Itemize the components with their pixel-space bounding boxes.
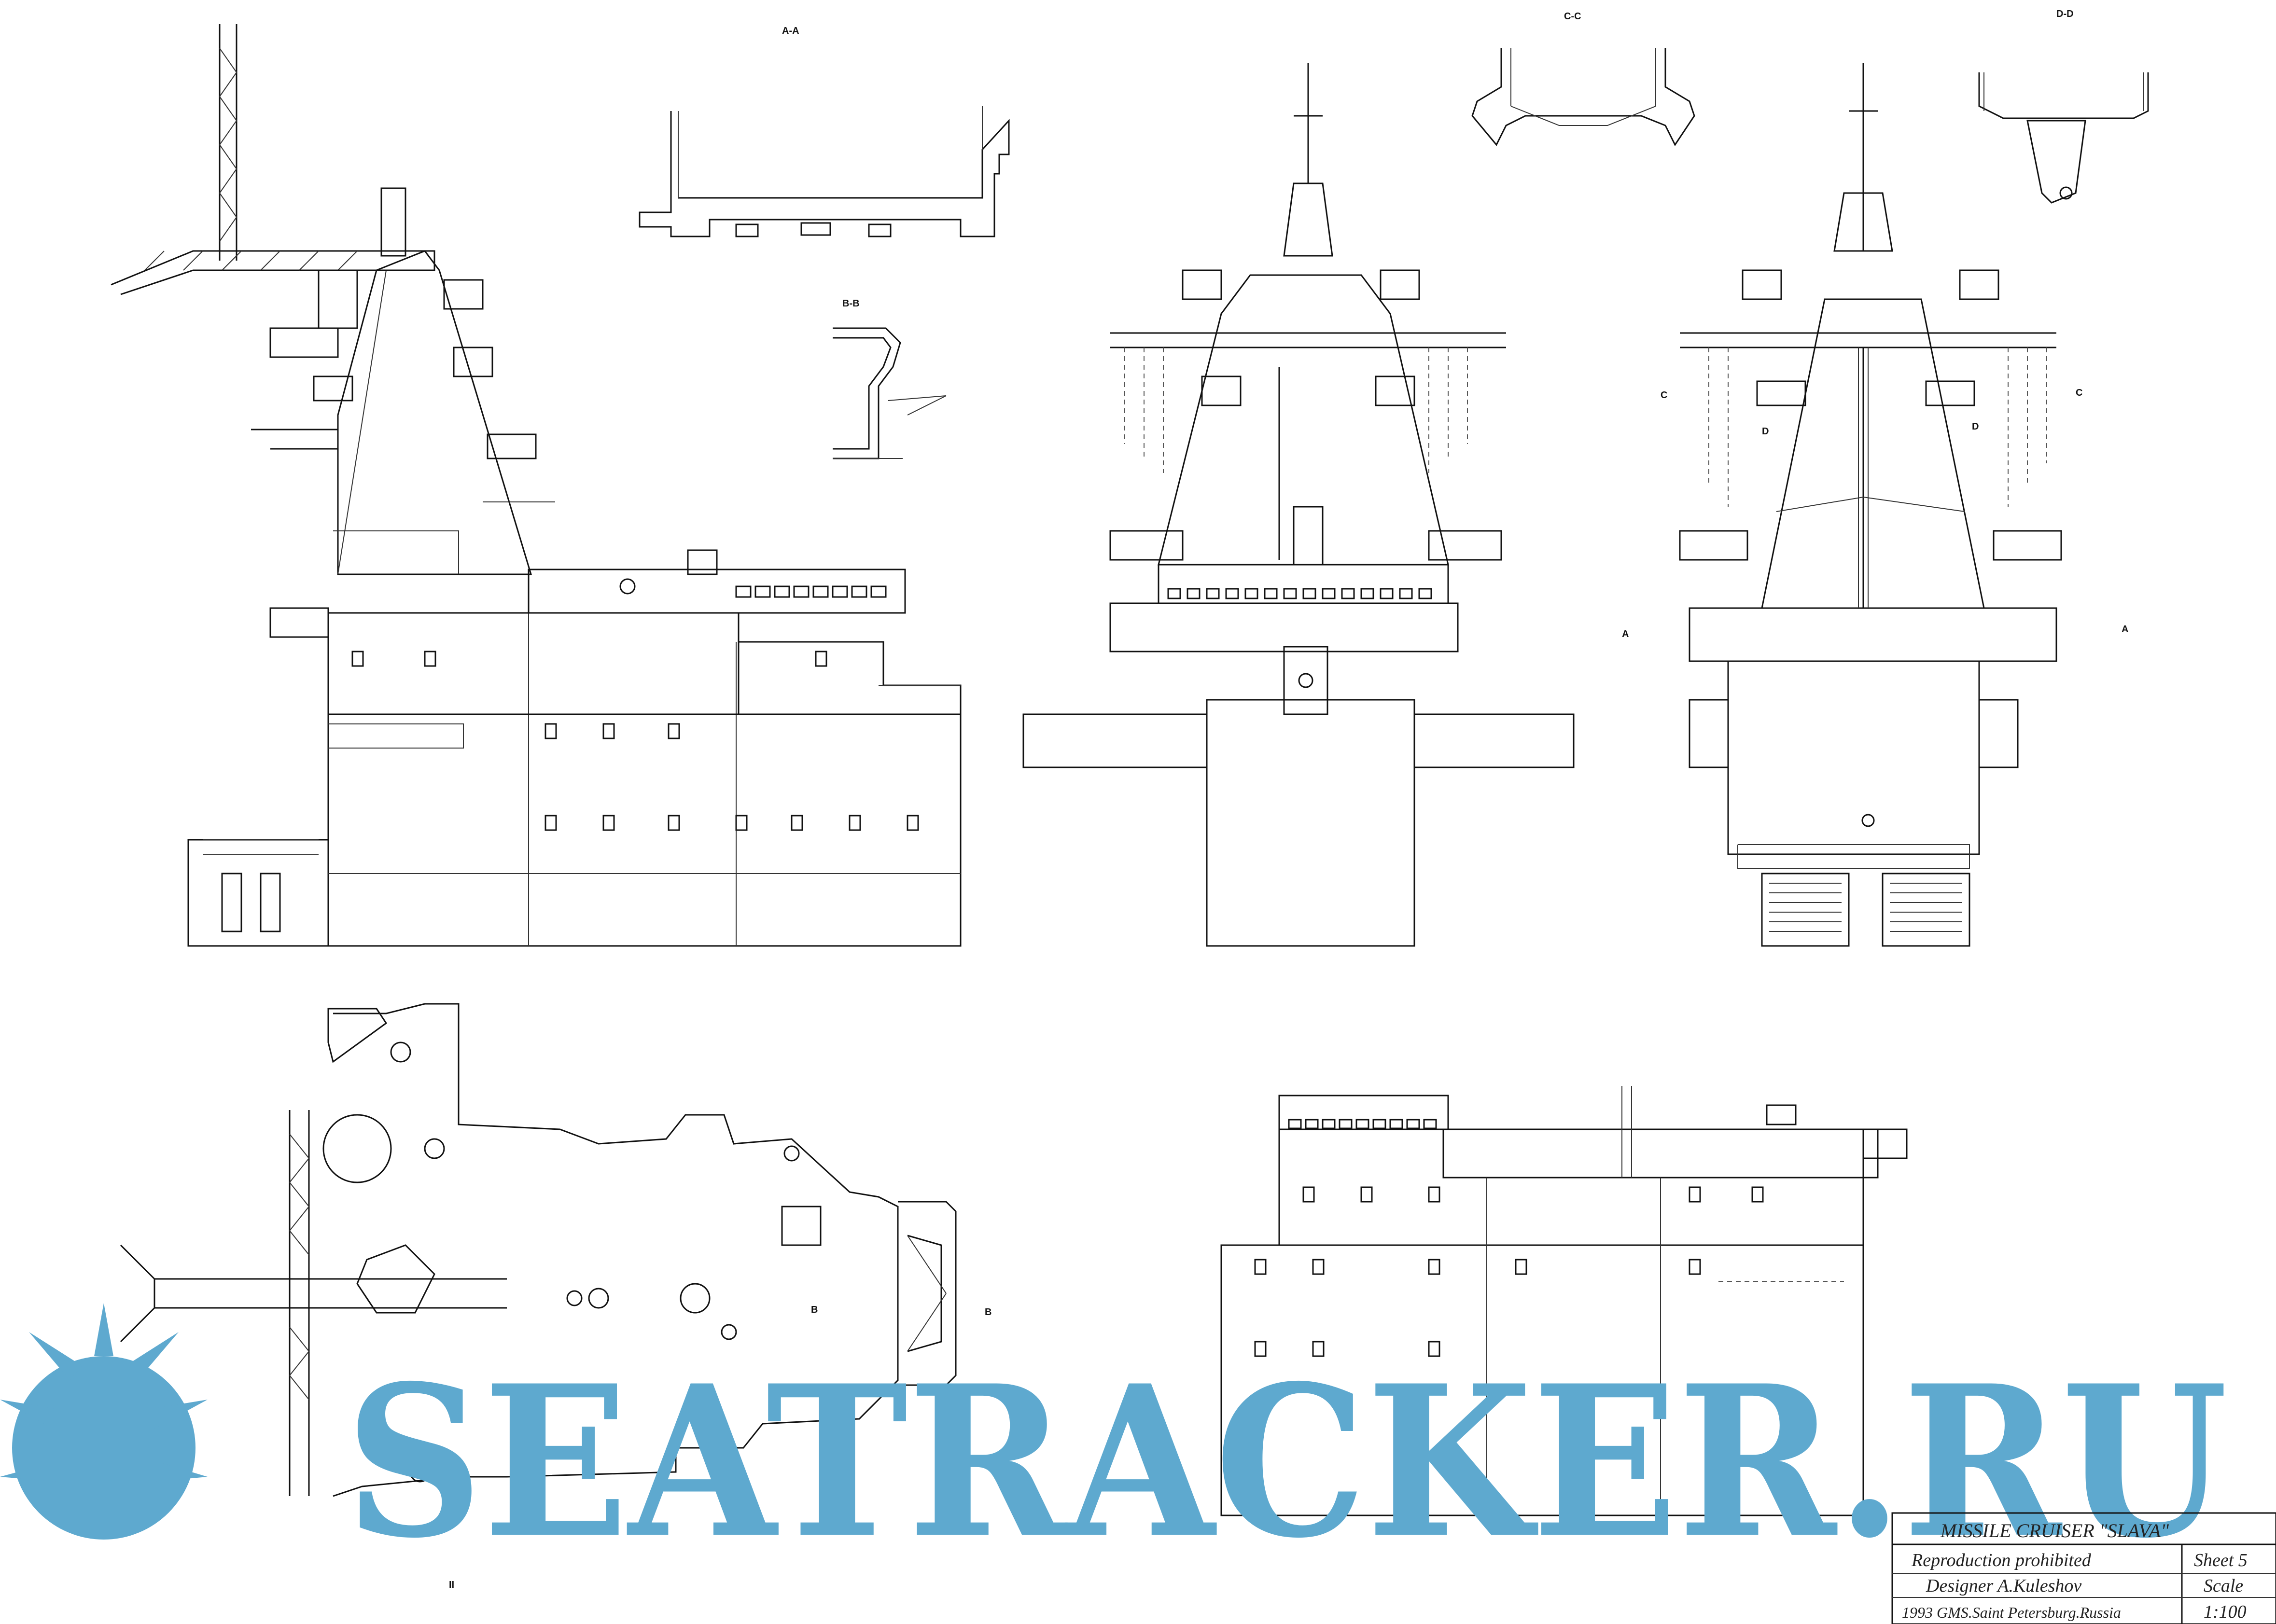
front-hanging-antenna-lines — [1124, 347, 1468, 473]
lattice-mast — [111, 24, 435, 450]
origin-text: 1993 GMS.Saint Petersburg.Russia — [1902, 1604, 2121, 1621]
reproduction-text: Reproduction prohibited — [1911, 1550, 2092, 1570]
section-a-a: A-A — [639, 26, 1010, 237]
section-label-dd: D-D — [2056, 9, 2074, 19]
cut-marker-ii: II — [449, 1580, 454, 1590]
section-label-bb: B-B — [842, 298, 860, 309]
designer-text: Designer A.Kuleshov — [1926, 1576, 2081, 1596]
watermark-sun-logo — [0, 1303, 208, 1540]
side-portholes — [351, 651, 919, 831]
watermark-text: SEATRACKER.RU — [345, 1340, 2228, 1584]
section-label-cc: C-C — [1564, 11, 1581, 22]
cut-marker-c-right: C — [2076, 388, 2082, 398]
plan-view: B B II — [120, 1003, 991, 1590]
section-elevation-view: C C D D A A — [1622, 63, 2128, 947]
title-text: MISSILE CRUISER "SLAVA" — [1940, 1520, 2169, 1541]
cut-marker-d-left: D — [1762, 426, 1769, 437]
section-label-aa: A-A — [782, 26, 799, 36]
cut-marker-b-right: B — [985, 1307, 991, 1318]
scale-label-text: Scale — [2204, 1576, 2243, 1596]
title-block: MISSILE CRUISER "SLAVA" Reproduction pro… — [1891, 1512, 2276, 1624]
front-elevation-view — [1022, 63, 1575, 947]
plan-circles — [322, 1041, 800, 1483]
section-c-c: C-C — [1471, 11, 1695, 146]
cut-marker-a-left: A — [1622, 629, 1629, 639]
cut-marker-d-right: D — [1972, 421, 1979, 432]
section-hanging-antenna-lines — [1708, 347, 2047, 507]
front-window-row — [1167, 588, 1432, 599]
section-b-b: B-B — [833, 298, 947, 459]
cut-marker-a-right: A — [2122, 624, 2128, 635]
scale-value-text: 1:100 — [2204, 1602, 2247, 1622]
grille-right — [1890, 883, 1962, 932]
side-elevation-view — [111, 24, 962, 947]
cut-marker-b-left: B — [811, 1305, 818, 1315]
superstructure-side-view — [1220, 1086, 1908, 1516]
superstructure-window-row — [1288, 1119, 1437, 1129]
section-d-d: D-D — [1978, 9, 2149, 204]
bridge-window-row — [735, 585, 887, 598]
superstructure-portholes — [1254, 1186, 1764, 1357]
grille-left — [1769, 883, 1842, 932]
cut-marker-c-left: C — [1661, 390, 1667, 401]
sheet-number-text: Sheet 5 — [2194, 1550, 2248, 1570]
